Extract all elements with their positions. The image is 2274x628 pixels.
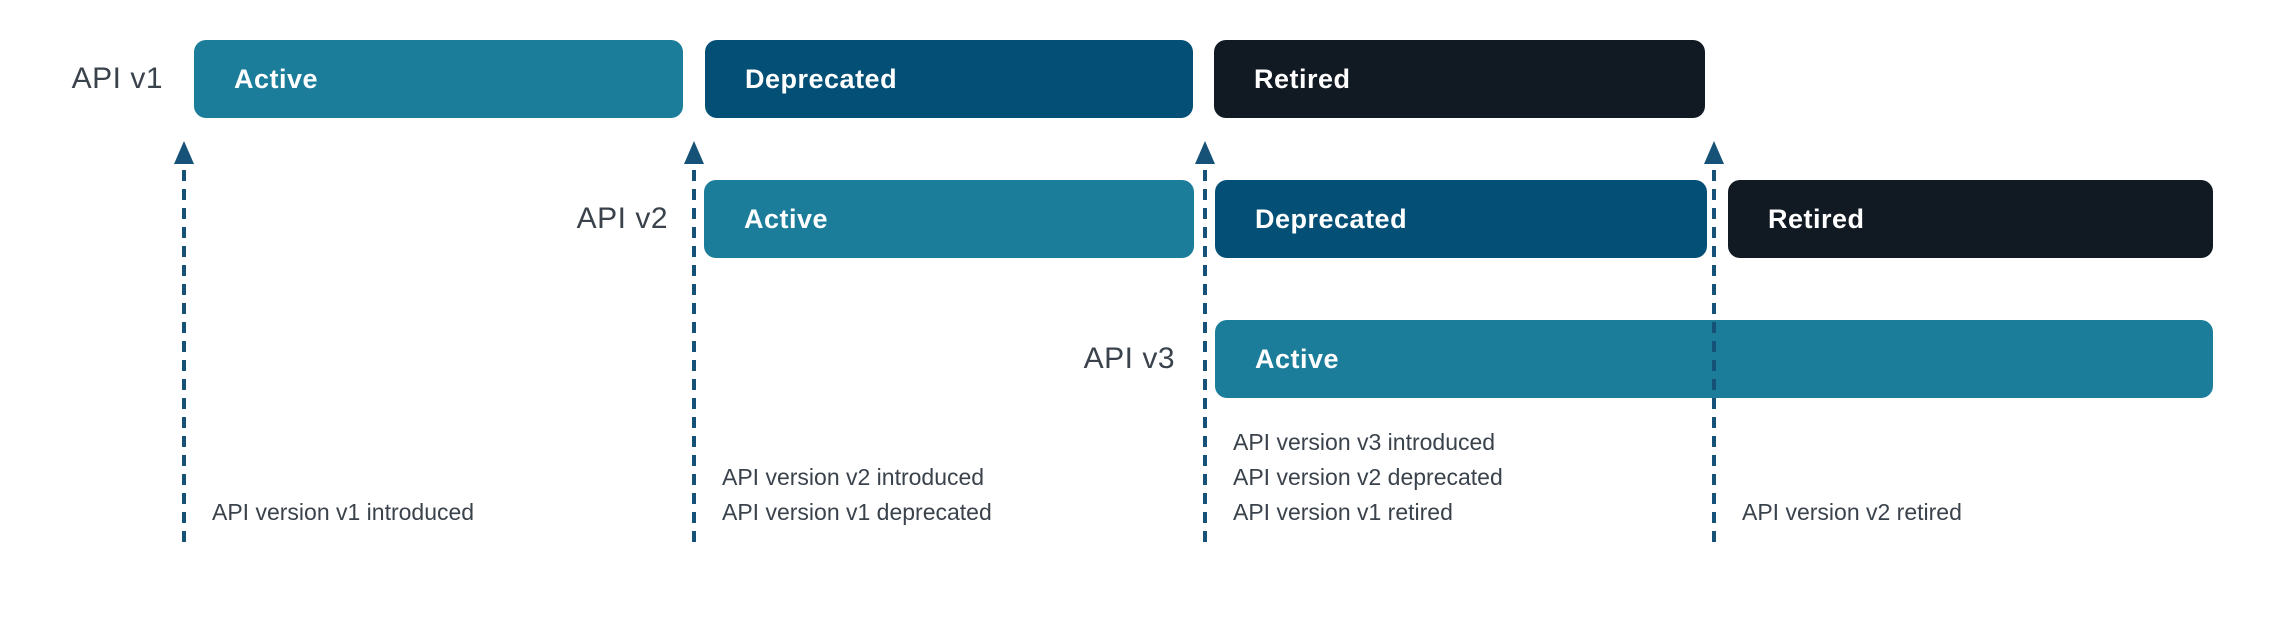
bar-v1-retired: Retired [1214, 40, 1705, 118]
row-label-api-v1: API v1 [71, 62, 163, 95]
annotation-line: API version v1 retired [1233, 499, 1453, 525]
bar-v1-active: Active [194, 40, 683, 118]
event-arrow-1 [173, 140, 195, 550]
annotation-line: API version v1 deprecated [722, 499, 992, 525]
bar-label: Active [744, 203, 829, 234]
annotation-line: API version v2 deprecated [1233, 464, 1503, 490]
event-arrow-3 [1194, 140, 1216, 550]
annotation-line: API version v1 introduced [212, 499, 475, 525]
arrow-up-icon [1703, 140, 1725, 550]
bar-v2-deprecated: Deprecated [1215, 180, 1707, 258]
bar-label: Deprecated [1255, 203, 1408, 234]
event-annotation-1: API version v1 introduced [212, 495, 474, 530]
arrow-up-icon [1194, 140, 1216, 550]
bar-label: Active [1255, 343, 1340, 374]
bar-label: Retired [1768, 203, 1865, 234]
bar-label: Retired [1254, 63, 1351, 94]
arrow-up-icon [683, 140, 705, 550]
row-label-api-v3: API v3 [1083, 342, 1175, 375]
annotation-line: API version v3 introduced [1233, 429, 1496, 455]
event-arrow-4 [1703, 140, 1725, 550]
arrow-up-icon [173, 140, 195, 550]
row-label-api-v2: API v2 [576, 202, 668, 235]
bar-label: Active [234, 63, 319, 94]
event-annotation-3: API version v3 introduced API version v2… [1233, 425, 1503, 530]
bar-v2-retired: Retired [1728, 180, 2213, 258]
bar-v1-deprecated: Deprecated [705, 40, 1193, 118]
event-arrow-2 [683, 140, 705, 550]
bar-v2-active: Active [704, 180, 1194, 258]
annotation-line: API version v2 introduced [722, 464, 985, 490]
annotation-line: API version v2 retired [1742, 499, 1962, 525]
event-annotation-2: API version v2 introduced API version v1… [722, 460, 992, 530]
event-annotation-4: API version v2 retired [1742, 495, 1962, 530]
bar-label: Deprecated [745, 63, 898, 94]
